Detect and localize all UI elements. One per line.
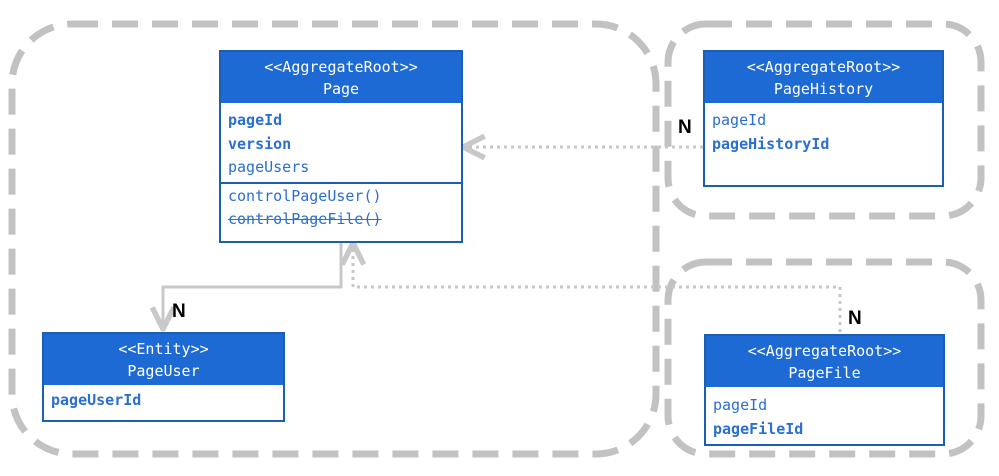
page-user-attributes: pageUserId: [44, 385, 283, 416]
page-history-class-name: PageHistory: [773, 80, 874, 98]
page-attr-page-id: pageId: [228, 111, 283, 129]
page-attr-version: version: [228, 134, 292, 153]
page-user-class-header: <<Entity>> PageUser: [44, 334, 283, 385]
page-user-attr-page-user-id: pageUserId: [51, 391, 142, 409]
page-attr-page-users: pageUsers: [228, 158, 310, 176]
page-file-to-page-reference: [353, 243, 842, 332]
page-file-class-header: <<AggregateRoot>> PageFile: [706, 336, 943, 387]
page-method-control-page-user: controlPageUser(): [228, 186, 382, 205]
page-history-class[interactable]: <<AggregateRoot>> PageHistory pageId pag…: [703, 50, 944, 187]
page-methods: controlPageUser() controlPageFile(): [221, 181, 461, 235]
page-history-multiplicity-label: N: [678, 117, 692, 138]
page-file-attr-page-file-id: pageFileId: [713, 419, 804, 438]
page-history-stereotype: <<AggregateRoot>>: [746, 58, 901, 76]
page-file-class[interactable]: <<AggregateRoot>> PageFile pageId pageFi…: [704, 334, 945, 446]
page-file-multiplicity-label: N: [848, 308, 862, 329]
page-class-header: <<AggregateRoot>> Page: [221, 52, 461, 103]
page-class[interactable]: <<AggregateRoot>> Page pageId version pa…: [219, 50, 463, 243]
page-method-control-page-file: controlPageFile(): [228, 210, 382, 228]
page-file-attributes: pageId pageFileId: [706, 387, 943, 444]
page-user-class[interactable]: <<Entity>> PageUser pageUserId: [42, 332, 285, 422]
page-history-attributes: pageId pageHistoryId: [705, 103, 942, 159]
page-attributes: pageId version pageUsers: [221, 103, 461, 182]
page-file-attr-page-id: pageId: [713, 396, 768, 414]
page-history-attr-page-history-id: pageHistoryId: [712, 134, 830, 153]
page-aggregate-boundary: [8, 20, 660, 458]
page-history-class-header: <<AggregateRoot>> PageHistory: [705, 52, 942, 103]
page-class-name: Page: [322, 80, 360, 98]
page-file-stereotype: <<AggregateRoot>>: [747, 342, 902, 360]
page-to-page-user-association: [163, 241, 343, 329]
page-stereotype: <<AggregateRoot>>: [264, 58, 418, 76]
page-user-multiplicity-label: N: [172, 301, 186, 322]
page-user-stereotype: <<Entity>>: [118, 340, 209, 358]
page-file-class-name: PageFile: [788, 364, 861, 382]
page-history-attr-page-id: pageId: [712, 111, 767, 129]
page-user-class-name: PageUser: [127, 362, 200, 380]
